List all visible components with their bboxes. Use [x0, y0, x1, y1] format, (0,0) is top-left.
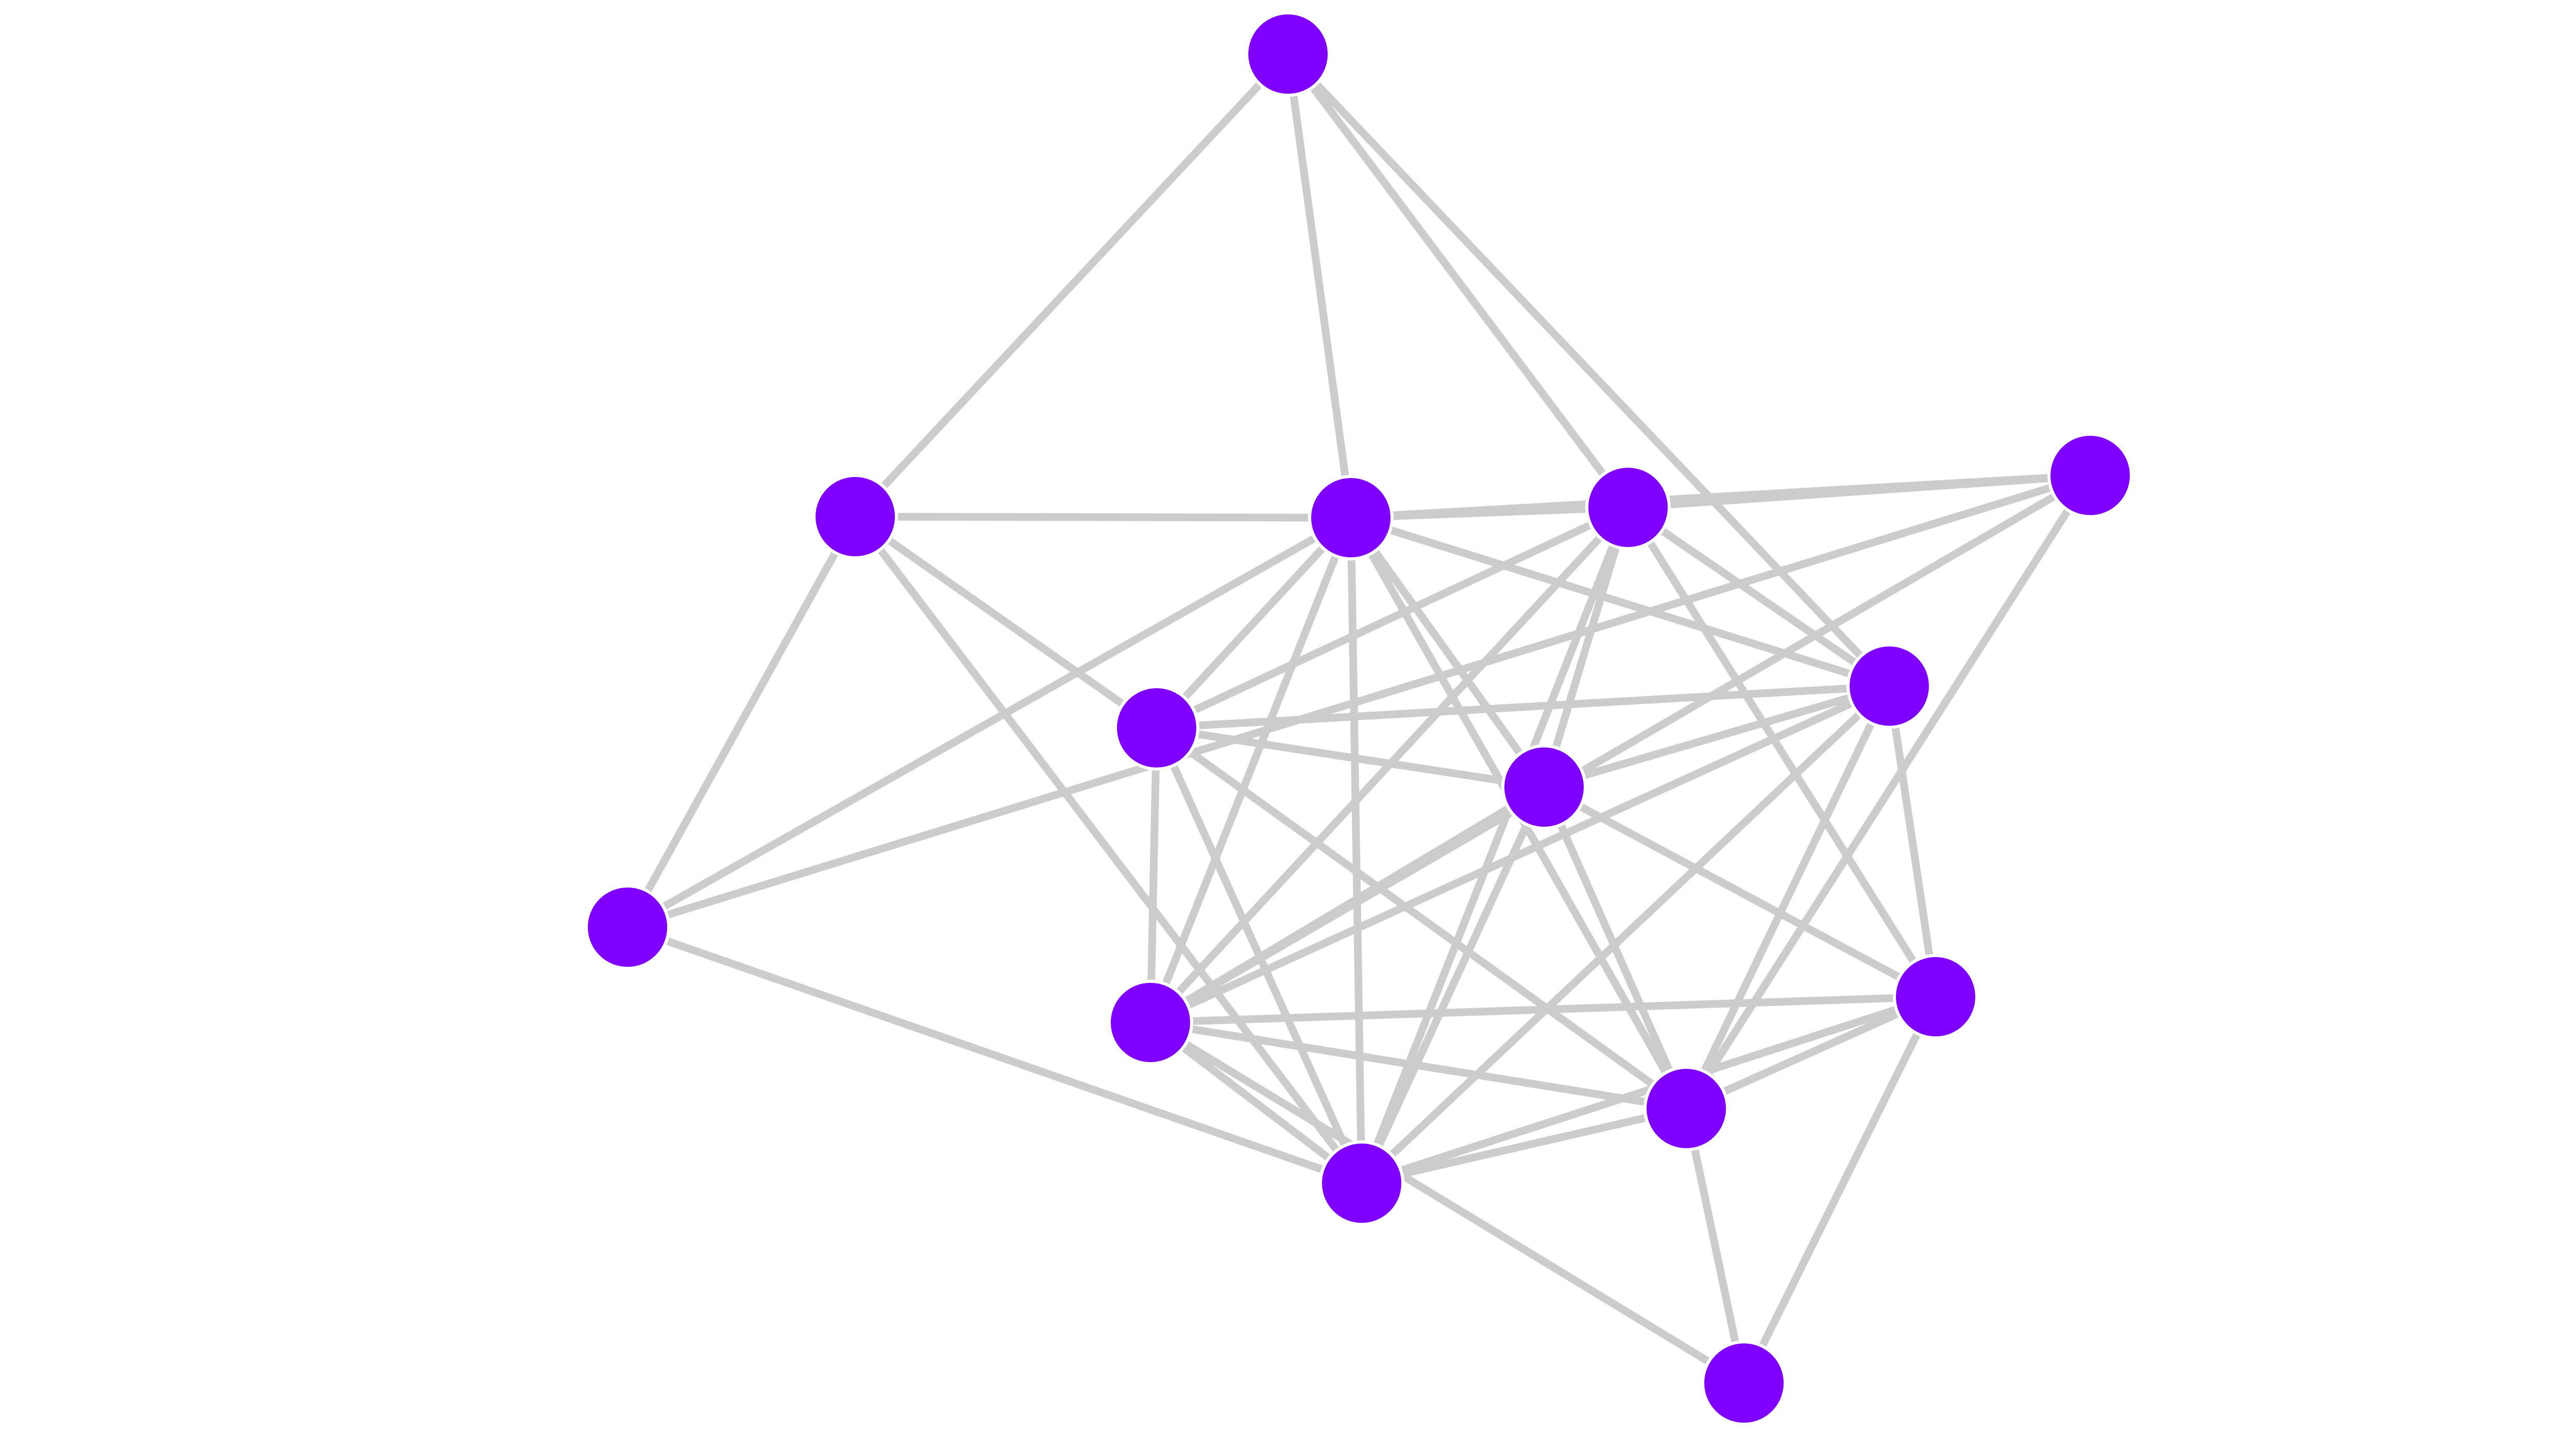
edge-n8-n11 — [1682, 682, 1893, 1113]
edge-n9-n11 — [1146, 1018, 1690, 1113]
edge-n9-n12 — [1146, 993, 1940, 1027]
edge-n0-n3 — [1284, 50, 1632, 512]
edge-n2-n6 — [1153, 514, 1355, 732]
edge-n3-n8 — [1624, 503, 1893, 690]
edge-n3-n6 — [1153, 503, 1632, 732]
edge-n0-n8 — [1284, 50, 1893, 690]
edge-n2-n7 — [1347, 514, 1548, 791]
edge-n5-n10 — [623, 923, 1366, 1187]
node-n0 — [1245, 11, 1331, 97]
edge-n6-n7 — [1153, 724, 1548, 791]
edge-n3-n10 — [1358, 503, 1632, 1187]
node-n4 — [2047, 433, 2133, 518]
edge-n6-n8 — [1153, 682, 1893, 732]
edge-n0-n1 — [851, 50, 1292, 521]
edge-n2-n8 — [1347, 514, 1893, 690]
edge-n1-n5 — [623, 513, 859, 931]
edge-n1-n2 — [851, 513, 1355, 522]
edge-n6-n9 — [1146, 724, 1161, 1027]
edge-n7-n8 — [1540, 682, 1893, 791]
node-n9 — [1108, 980, 1193, 1065]
edge-n11-n13 — [1682, 1104, 1748, 1387]
edge-n8-n12 — [1885, 682, 1940, 1001]
node-n2 — [1308, 475, 1394, 560]
edge-n3-n4 — [1624, 471, 2094, 512]
edge-n12-n13 — [1740, 993, 1940, 1387]
edge-n9-n10 — [1146, 1018, 1366, 1187]
edge-n3-n7 — [1540, 503, 1632, 791]
edge-n0-n2 — [1284, 50, 1355, 522]
node-n8 — [1846, 643, 1932, 729]
node-n6 — [1114, 685, 1199, 771]
node-n11 — [1643, 1066, 1729, 1151]
edge-n10-n11 — [1358, 1104, 1690, 1187]
edge-n2-n5 — [623, 514, 1355, 931]
edge-n1-n10 — [851, 513, 1366, 1187]
nodes-layer — [585, 11, 2133, 1426]
node-n1 — [812, 474, 898, 559]
edge-n8-n10 — [1358, 682, 1893, 1187]
edge-n9-n13 — [1146, 1018, 1748, 1387]
node-n10 — [1319, 1140, 1404, 1226]
node-n7 — [1501, 744, 1587, 830]
node-n13 — [1701, 1340, 1787, 1426]
edge-n8-n9 — [1146, 682, 1893, 1027]
node-n5 — [585, 884, 670, 970]
edge-n2-n10 — [1347, 514, 1366, 1187]
node-n12 — [1893, 954, 1978, 1039]
edge-n11-n12 — [1682, 993, 1940, 1113]
edge-n3-n12 — [1624, 503, 1940, 1001]
edge-n2-n9 — [1146, 514, 1355, 1027]
node-n3 — [1585, 465, 1671, 550]
edge-n7-n12 — [1540, 783, 1940, 1001]
edges-layer — [623, 50, 2094, 1387]
edge-n4-n5 — [623, 471, 2094, 931]
edge-n1-n6 — [851, 513, 1161, 732]
edge-n7-n9 — [1146, 783, 1548, 1027]
edge-n6-n11 — [1153, 724, 1690, 1113]
